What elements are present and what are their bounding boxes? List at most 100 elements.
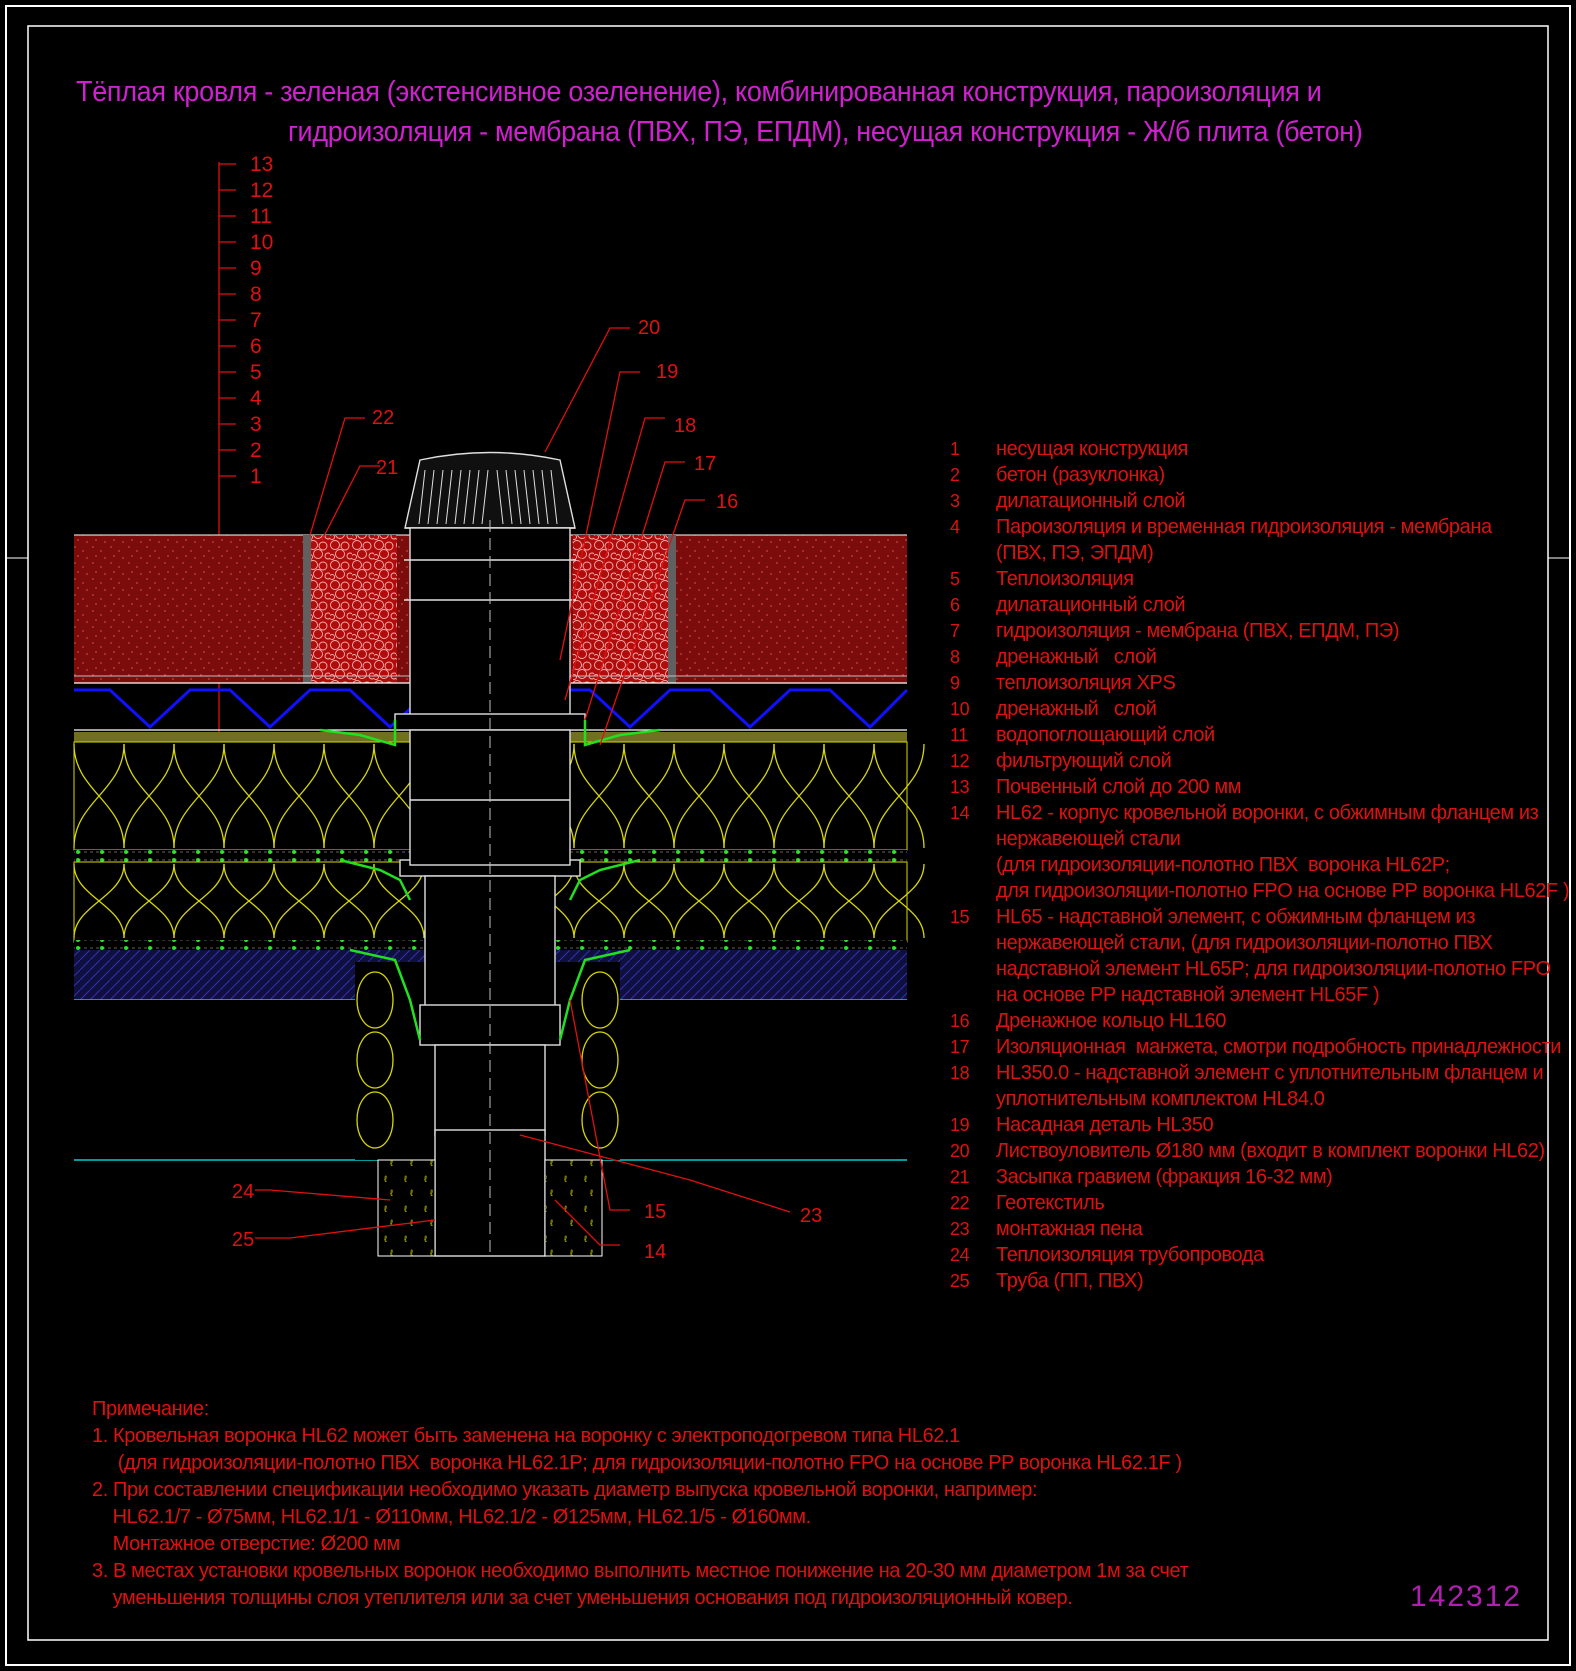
- callout-22: 22: [372, 407, 394, 429]
- legend-text: гидроизоляция - мембрана (ПВХ, ЕПДМ, ПЭ): [996, 620, 1400, 642]
- legend-number: 4: [950, 517, 960, 537]
- legend-number: 3: [950, 491, 960, 511]
- legend-number: 12: [950, 751, 970, 771]
- legend-number: 13: [950, 777, 970, 797]
- legend-number: 22: [950, 1193, 970, 1213]
- title-line-2: гидроизоляция - мембрана (ПВХ, ПЭ, ЕПДМ)…: [288, 116, 1363, 148]
- legend-number: 2: [950, 465, 960, 485]
- legend-text: теплоизоляция XPS: [996, 672, 1176, 694]
- gravel-fill-right: [573, 535, 668, 683]
- legend-item: 14 HL62 - корпус кровельной воронки, с об…: [940, 800, 1570, 904]
- callout-15: 15: [644, 1201, 666, 1223]
- scale-label: 7: [250, 309, 262, 332]
- legend-number: 9: [950, 673, 960, 693]
- roof-drain-funnel: [394, 451, 586, 1257]
- callout-25: 25: [232, 1229, 254, 1251]
- scale-label: 1: [250, 465, 262, 488]
- scale-label: 5: [250, 361, 262, 384]
- scale-label: 3: [250, 413, 262, 436]
- gravel-fill-left: [311, 535, 397, 683]
- legend-item: 1 несущая конструкция: [940, 436, 1560, 462]
- legend-text: Теплоизоляция: [996, 568, 1134, 590]
- legend-text: бетон (разуклонка): [996, 464, 1165, 486]
- callout-21: 21: [376, 457, 398, 479]
- legend-number: 14: [950, 803, 970, 823]
- legend-number: 15: [950, 907, 970, 927]
- legend-item: 25 Труба (ПП, ПВХ): [940, 1268, 1560, 1294]
- callout-23: 23: [800, 1205, 822, 1227]
- legend-item: 9 теплоизоляция XPS: [940, 670, 1560, 696]
- legend-number: 1: [950, 439, 960, 459]
- xps-insulation: [73, 743, 925, 849]
- legend-number: 5: [950, 569, 960, 589]
- legend-text: водопоглощающий слой: [996, 724, 1215, 746]
- legend-item: 16 Дренажное кольцо HL160: [940, 1008, 1560, 1034]
- legend-item: 4 Пароизоляция и временная гидроизоляция …: [940, 514, 1560, 566]
- legend-number: 7: [950, 621, 960, 641]
- legend-item: 3 дилатационный слой: [940, 488, 1560, 514]
- legend-item: 7 гидроизоляция - мембрана (ПВХ, ЕПДМ, ПЭ…: [940, 618, 1560, 644]
- legend-text: Засыпка гравием (фракция 16-32 мм): [996, 1166, 1333, 1188]
- scale-label: 10: [250, 231, 273, 254]
- scale-label: 2: [250, 439, 262, 462]
- legend-text: Труба (ПП, ПВХ): [996, 1270, 1144, 1292]
- legend-text: HL62 - корпус кровельной воронки, с обжи…: [996, 802, 1570, 902]
- scale-label: 9: [250, 257, 262, 280]
- legend-item: 11 водопоглощающий слой: [940, 722, 1560, 748]
- legend-text: Пароизоляция и временная гидроизоляция -…: [996, 516, 1492, 564]
- callout-18: 18: [674, 415, 696, 437]
- legend-number: 8: [950, 647, 960, 667]
- callout-20: 20: [638, 317, 660, 339]
- legend-text: Дренажное кольцо HL160: [996, 1010, 1226, 1032]
- legend-text: Теплоизоляция трубопровода: [996, 1244, 1264, 1266]
- legend-item: 5 Теплоизоляция: [940, 566, 1560, 592]
- scale-label: 4: [250, 387, 262, 410]
- legend-text: несущая конструкция: [996, 438, 1188, 460]
- callout-19: 19: [656, 361, 678, 383]
- callout-24: 24: [232, 1181, 254, 1203]
- legend-text: Почвенный слой до 200 мм: [996, 776, 1242, 798]
- membrane-flanges: [319, 720, 661, 1041]
- callout-16: 16: [716, 491, 738, 513]
- legend-item: 2 бетон (разуклонка): [940, 462, 1560, 488]
- mounting-foam: [356, 971, 619, 1149]
- legend-number: 21: [950, 1167, 970, 1187]
- legend-text: HL65 - надставной элемент, с обжимным фл…: [996, 906, 1551, 1006]
- leader-lines: [255, 327, 791, 1246]
- drawing-code: 142312: [1410, 1580, 1523, 1613]
- legend-text: монтажная пена: [996, 1218, 1143, 1240]
- legend-item: 15 HL65 - надставной элемент, с обжимным …: [940, 904, 1560, 1008]
- legend-number: 11: [950, 725, 968, 745]
- legend-text: HL350.0 - надставной элемент с уплотните…: [996, 1062, 1544, 1110]
- legend-number: 17: [950, 1037, 970, 1057]
- callout-14: 14: [644, 1241, 666, 1263]
- legend-text: дренажный слой: [996, 698, 1157, 720]
- scale-label: 12: [250, 179, 273, 202]
- legend-item: 18 HL350.0 - надставной элемент с уплотни…: [940, 1060, 1560, 1112]
- scale-label: 6: [250, 335, 262, 358]
- legend-number: 18: [950, 1063, 970, 1083]
- legend-text: фильтрующий слой: [996, 750, 1172, 772]
- legend-item: 12 фильтрующий слой: [940, 748, 1560, 774]
- legend-item: 8 дренажный слой: [940, 644, 1560, 670]
- scale-label: 11: [250, 205, 272, 228]
- callout-17: 17: [694, 453, 716, 475]
- legend-number: 16: [950, 1011, 970, 1031]
- legend-item: 21 Засыпка гравием (фракция 16-32 мм): [940, 1164, 1560, 1190]
- legend-number: 25: [950, 1271, 970, 1291]
- legend-text: дренажный слой: [996, 646, 1157, 668]
- title-line-1: Тёплая кровля - зеленая (экстенсивное оз…: [76, 76, 1322, 108]
- legend-text: дилатационный слой: [996, 490, 1186, 512]
- legend-number: 19: [950, 1115, 970, 1135]
- legend-number: 24: [950, 1245, 970, 1265]
- legend-number: 6: [950, 595, 960, 615]
- legend-number: 23: [950, 1219, 970, 1239]
